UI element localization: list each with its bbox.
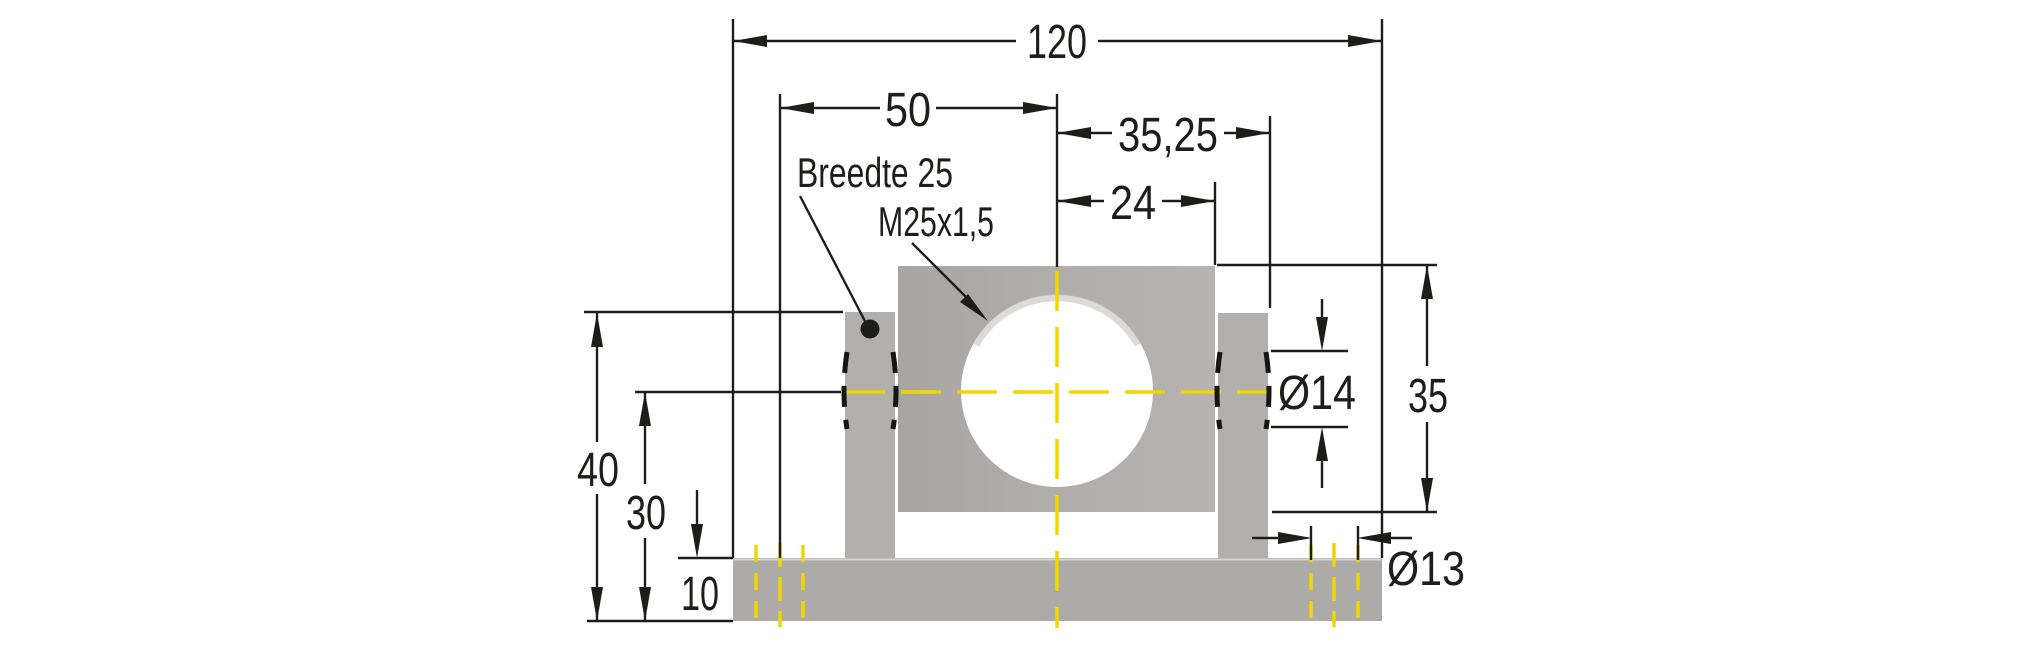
- note-labels: Breedte 25 M25x1,5: [797, 149, 994, 245]
- hidden-arc-right-arm-inner: [1214, 351, 1223, 430]
- dimension-texts: 120 50 35,25 24 40 30 10 35 Ø14 Ø13: [577, 16, 1465, 621]
- arrow-o13-right: [1357, 532, 1391, 544]
- clamp-arm-left: [845, 312, 895, 558]
- hidden-arc-left-arm-inner: [890, 351, 899, 430]
- arrow-10-down: [691, 524, 703, 558]
- arrow-50-left: [780, 102, 814, 114]
- dim-hole-to-center: 50: [885, 84, 931, 137]
- dim-clamp-hole-diameter: Ø14: [1278, 367, 1356, 420]
- arrow-o13-left: [1278, 532, 1312, 544]
- extension-lines: [584, 19, 1437, 623]
- arrow-120-right: [1348, 35, 1382, 47]
- leader-arrow-icon: [960, 294, 988, 321]
- hidden-arc-left-arm-outer: [841, 351, 850, 430]
- arrow-35-bottom: [1421, 478, 1433, 512]
- arrow-30-bottom: [639, 587, 651, 621]
- hidden-clamp-hole-lines: [841, 351, 1272, 430]
- arrow-50-right: [1023, 102, 1057, 114]
- dimension-arrows: [591, 35, 1433, 621]
- dim-center-to-block-edge: 24: [1110, 177, 1156, 230]
- dim-base-hole-diameter: Ø13: [1387, 543, 1465, 596]
- label-thread-spec: M25x1,5: [878, 198, 994, 245]
- leaders: [798, 195, 988, 339]
- clamp-arm-right: [1218, 313, 1268, 558]
- arrow-120-left: [733, 35, 767, 47]
- dim-block-height: 35: [1408, 370, 1448, 423]
- dim-base-thickness: 10: [681, 568, 719, 621]
- dim-total-height: 40: [577, 444, 619, 497]
- dim-total-width: 120: [1027, 16, 1087, 69]
- leader-dot-icon: [860, 319, 880, 339]
- leader-line-breedte: [798, 195, 870, 328]
- dimension-lines: [595, 39, 1429, 621]
- centerlines: [754, 271, 1360, 628]
- arrow-24-right: [1181, 195, 1215, 207]
- label-width-note: Breedte 25: [797, 149, 953, 196]
- arrow-40-bottom: [591, 587, 603, 621]
- arrow-30-top: [639, 392, 651, 426]
- arrow-3525-left: [1057, 127, 1091, 139]
- arrow-o14-bottom: [1316, 427, 1328, 461]
- arrow-o14-top: [1316, 317, 1328, 351]
- arrow-40-top: [591, 313, 603, 347]
- arrow-24-left: [1057, 195, 1091, 207]
- hidden-arc-right-arm-outer: [1263, 351, 1272, 430]
- arrow-35-top: [1421, 265, 1433, 299]
- dim-center-to-clamp-face: 35,25: [1118, 109, 1218, 162]
- leader-line-thread: [911, 242, 973, 304]
- arrow-3525-right: [1236, 127, 1270, 139]
- dim-bore-center-height: 30: [626, 487, 666, 540]
